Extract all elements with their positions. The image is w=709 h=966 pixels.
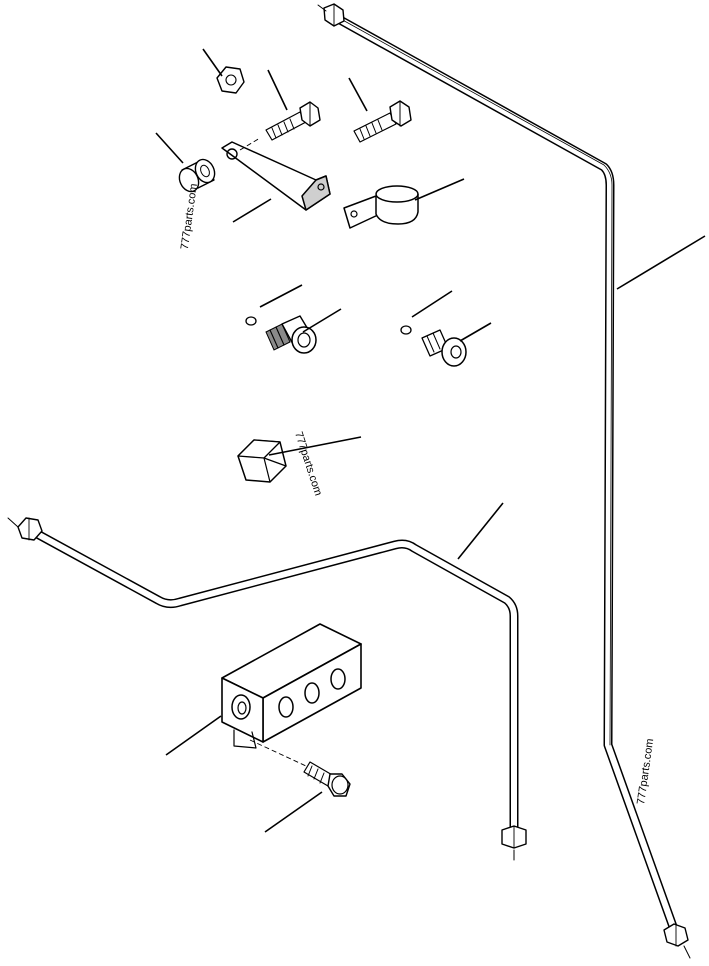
bolt-2 [353, 100, 412, 143]
tube-clamp [343, 185, 419, 229]
angle-bracket [221, 137, 331, 211]
bolt-1 [265, 101, 321, 141]
hex-cap [237, 439, 287, 483]
flange-nut [216, 66, 245, 94]
watermark-3: 777parts.com [635, 738, 656, 806]
leader-bolt-1 [267, 69, 288, 111]
leader-flange-nut [202, 48, 223, 77]
watermark-1: 777parts.com [179, 183, 200, 251]
distribution-block [221, 623, 362, 767]
tube-left-end-nut [7, 517, 43, 541]
o-ring-1 [245, 316, 257, 326]
leader-clamp [414, 178, 465, 201]
leader-o-ring-2 [411, 290, 453, 318]
tube-left-bottom-nut [501, 825, 527, 861]
flange-bolt [303, 761, 351, 797]
tube-right-bottom-nut [663, 923, 691, 959]
tube-right-top-nut [317, 3, 345, 27]
watermark-2: 777parts.com [292, 430, 324, 497]
leader-block [165, 715, 222, 756]
leader-bracket [232, 198, 272, 223]
leader-bolt-2 [348, 77, 368, 112]
straight-connector [265, 315, 317, 354]
plug [421, 329, 467, 367]
leader-spacer [155, 132, 184, 164]
tube-right [328, 11, 681, 940]
leader-plug [459, 322, 492, 342]
spacer-collar [178, 158, 216, 193]
leader-flange-bolt [264, 791, 323, 833]
leader-tube-right [616, 235, 706, 290]
leader-tube-left [457, 502, 504, 560]
tube-left [25, 525, 519, 835]
leader-connector [302, 308, 342, 333]
leader-o-ring-1 [259, 284, 303, 308]
leader-hex-cap [268, 436, 362, 456]
o-ring-2 [400, 325, 412, 335]
